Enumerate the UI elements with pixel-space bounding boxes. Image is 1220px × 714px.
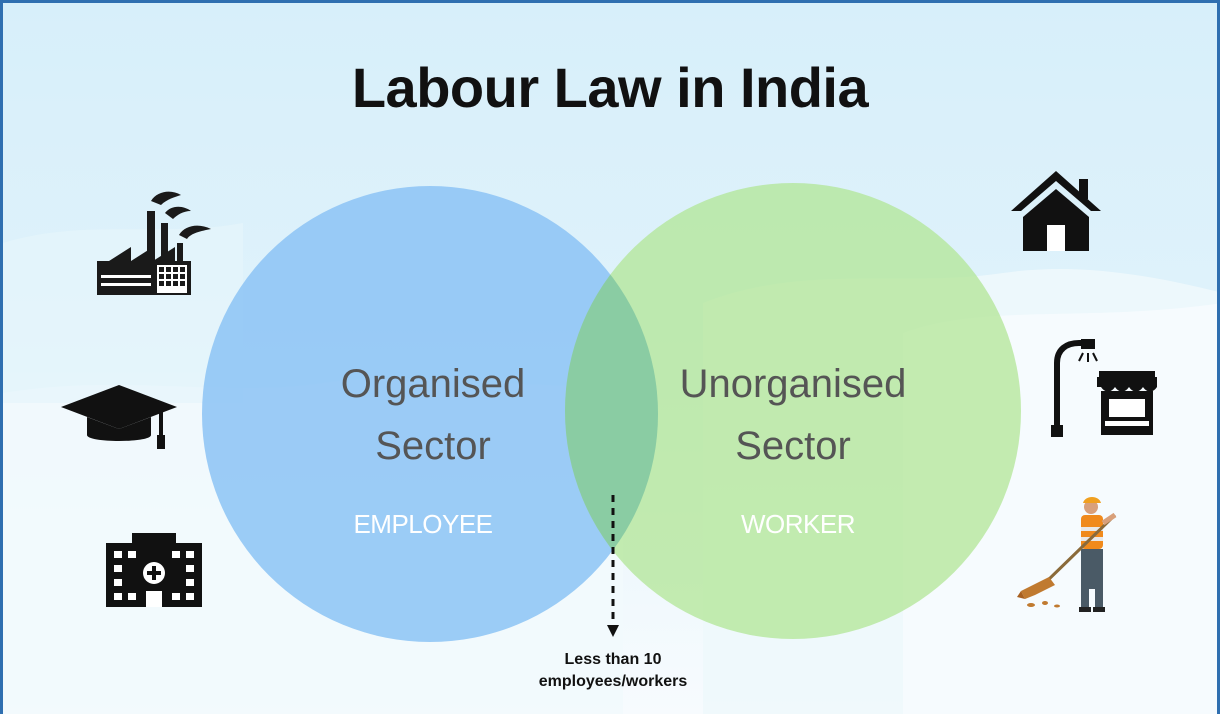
threshold-arrow bbox=[607, 495, 619, 637]
graduation-cap-icon bbox=[61, 385, 177, 449]
hospital-icon bbox=[106, 533, 202, 607]
worker-label: WORKER bbox=[741, 509, 856, 539]
house-icon bbox=[1011, 171, 1101, 251]
street-vendor-stall-icon bbox=[1051, 339, 1157, 437]
threshold-line2: employees/workers bbox=[538, 673, 688, 690]
employee-label: EMPLOYEE bbox=[353, 509, 493, 539]
page-title: Labour Law in India bbox=[351, 56, 869, 119]
organised-sector-label: Organised Sector bbox=[303, 353, 563, 477]
threshold-line1: Less than 10 bbox=[564, 651, 662, 668]
organised-label-line2: Sector bbox=[375, 424, 491, 468]
organised-label-line1: Organised bbox=[340, 362, 526, 406]
threshold-note: Less than 10 employees/workers bbox=[503, 649, 723, 693]
unorganised-label-line1: Unorganised bbox=[679, 362, 907, 406]
street-sweeper-icon bbox=[1017, 497, 1117, 612]
unorganised-sector-label: Unorganised Sector bbox=[653, 353, 933, 477]
unorganised-label-line2: Sector bbox=[735, 424, 851, 468]
factory-icon bbox=[97, 191, 211, 295]
